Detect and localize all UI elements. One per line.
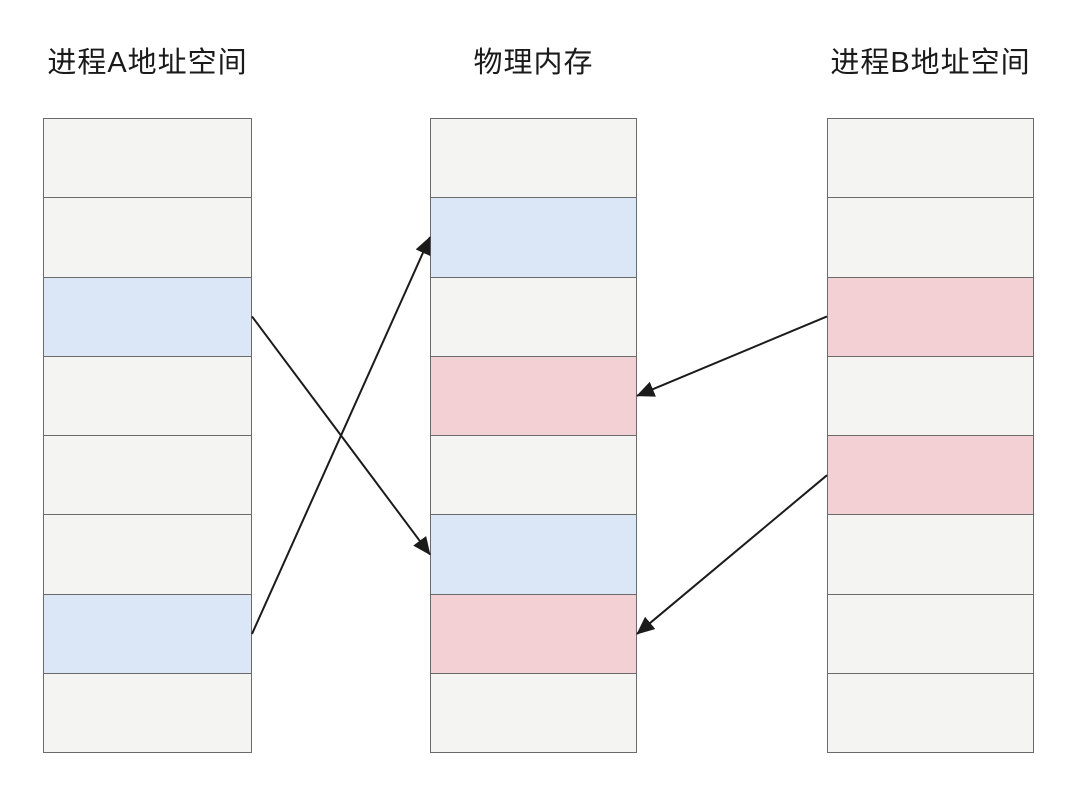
- memory-block-process_b-8: [828, 673, 1033, 752]
- memory-block-physical-8: [431, 673, 636, 752]
- memory-block-process_b-5-red: [828, 436, 1033, 516]
- memory-block-physical-2-blue: [431, 198, 636, 278]
- physical-memory-title: 物理内存: [473, 47, 594, 79]
- process-a-title: 进程A地址空间: [47, 47, 248, 79]
- memory-block-process_a-3-blue: [44, 277, 251, 357]
- memory-block-process_b-1: [828, 119, 1033, 199]
- memory-block-process_a-1: [44, 119, 251, 199]
- memory-block-process_b-4: [828, 356, 1033, 436]
- process-b-title: 进程B地址空间: [830, 47, 1031, 79]
- memory-block-process_a-8: [44, 673, 251, 752]
- physical-memory-column: [430, 118, 637, 753]
- memory-block-physical-6-blue: [431, 515, 636, 595]
- memory-block-physical-7-red: [431, 594, 636, 674]
- memory-block-process_a-6: [44, 515, 251, 595]
- memory-block-physical-4-red: [431, 356, 636, 436]
- mapping-arrow-1: [251, 315, 431, 556]
- mapping-arrow-4: [636, 474, 828, 635]
- mapping-arrow-3: [636, 315, 828, 397]
- memory-block-process_a-2: [44, 198, 251, 278]
- memory-block-physical-1: [431, 119, 636, 199]
- memory-block-process_a-5: [44, 436, 251, 516]
- process-b-address-space-column: [827, 118, 1034, 753]
- memory-block-physical-3: [431, 277, 636, 357]
- memory-block-process_b-6: [828, 515, 1033, 595]
- memory-block-process_a-7-blue: [44, 594, 251, 674]
- process-a-address-space-column: [43, 118, 252, 753]
- mapping-arrow-2: [251, 236, 431, 635]
- memory-block-process_b-2: [828, 198, 1033, 278]
- memory-block-process_a-4: [44, 356, 251, 436]
- memory-block-physical-5: [431, 436, 636, 516]
- memory-block-process_b-7: [828, 594, 1033, 674]
- memory-block-process_b-3-red: [828, 277, 1033, 357]
